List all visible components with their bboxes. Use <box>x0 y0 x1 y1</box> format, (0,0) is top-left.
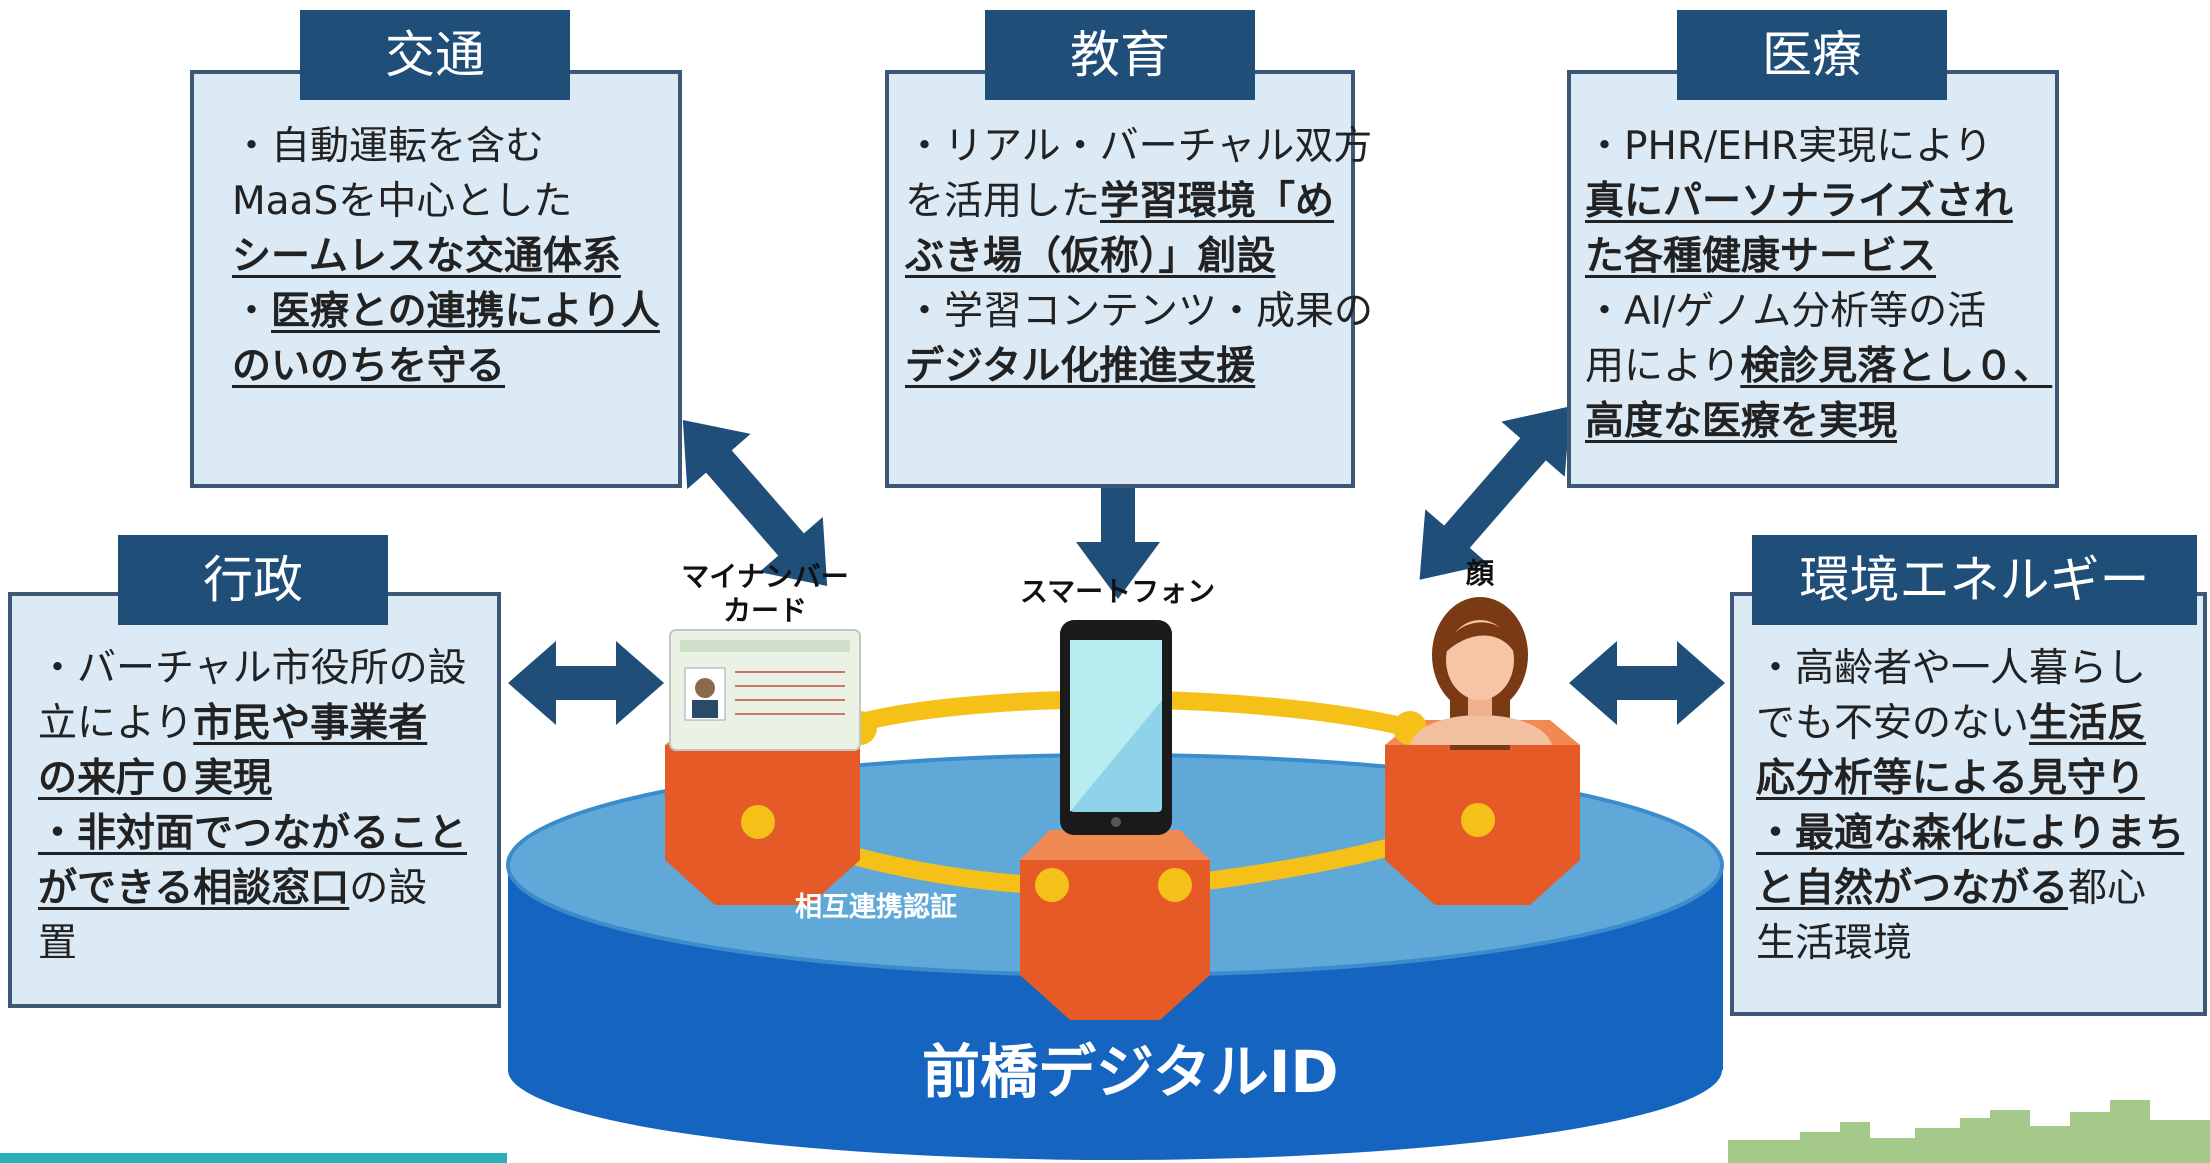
administration-text-segment: 市民や事業者 <box>193 701 428 746</box>
administration-line: の来庁０実現 <box>38 751 498 806</box>
administration-line: ・非対面でつながること <box>38 806 498 861</box>
education-box: ・リアル・バーチャル双方を活用した学習環境「めぶき場（仮称）」創設・学習コンテン… <box>885 70 1373 488</box>
medical-text-segment: 用により <box>1585 344 1741 389</box>
administration-line: 立により市民や事業者 <box>38 696 498 751</box>
environment-line: と自然がつながる都心 <box>1756 861 2206 916</box>
city-skyline-icon <box>1728 1100 2210 1163</box>
education-line: ・学習コンテンツ・成果の <box>905 284 1373 339</box>
traffic-line: のいのちを守る <box>232 339 672 394</box>
traffic-text-segment: MaaSを中心とした <box>232 179 573 224</box>
medical-line: 真にパーソナライズされ <box>1585 174 2055 229</box>
environment-line: 応分析等による見守り <box>1756 751 2206 806</box>
education-line: ・リアル・バーチャル双方 <box>905 119 1372 174</box>
administration-text-segment: ・バーチャル市役所の設 <box>38 646 467 691</box>
education-line: ぶき場（仮称）」創設 <box>905 229 1355 284</box>
pedestal-phone <box>1020 830 1210 1020</box>
accent-bar <box>0 1153 507 1163</box>
environment-text-segment: でも不安のない <box>1756 701 2030 746</box>
traffic-line: ・自動運転を含む <box>232 119 672 174</box>
environment-line: 生活環境 <box>1756 916 2206 971</box>
education-line: を活用した学習環境「め <box>905 174 1355 229</box>
education-body: ・リアル・バーチャル双方を活用した学習環境「めぶき場（仮称）」創設・学習コンテン… <box>905 119 1373 394</box>
medical-line: 高度な医療を実現 <box>1585 394 2055 449</box>
administration-text-segment: の来庁０実現 <box>38 756 273 801</box>
medical-text-segment: 検診見落とし０、 <box>1740 344 2053 389</box>
education-line: デジタル化推進支援 <box>905 339 1355 394</box>
education-text-segment: ・リアル・バーチャル双方 <box>905 124 1373 169</box>
smartphone-label: スマートフォン <box>1019 575 1216 608</box>
administration-box: ・バーチャル市役所の設立により市民や事業者の来庁０実現・非対面でつながることがで… <box>8 592 501 1008</box>
education-text-segment: ・学習コンテンツ・成果の <box>905 289 1374 334</box>
environment-text-segment: ・高齢者や一人暮らし <box>1756 646 2147 691</box>
medical-box: ・PHR/EHR実現により真にパーソナライズされた各種健康サービス・AI/ゲノム… <box>1567 70 2059 488</box>
education-text-segment: デジタル化推進支援 <box>905 344 1256 389</box>
environment-text-segment: 生活環境 <box>1756 921 1913 966</box>
education-text-segment: 学習環境「め <box>1100 179 1335 224</box>
medical-text-segment: た各種健康サービス <box>1585 234 1937 279</box>
education-header: 教育 <box>985 10 1255 100</box>
environment-text-segment: 生活反 <box>2029 701 2147 746</box>
administration-line: ができる相談窓口の設 <box>38 861 498 916</box>
environment-text-segment: と自然がつながる <box>1756 866 2069 911</box>
administration-text-segment: の設 <box>349 866 428 911</box>
medical-line: ・AI/ゲノム分析等の活 <box>1585 284 2055 339</box>
traffic-line: シームレスな交通体系 <box>232 229 672 284</box>
traffic-text-segment: のいのちを守る <box>232 344 506 389</box>
administration-text-segment: ができる相談窓口 <box>38 866 350 911</box>
medical-text-segment: 真にパーソナライズされ <box>1585 179 2013 224</box>
environment-line: でも不安のない生活反 <box>1756 696 2206 751</box>
environment-body: ・高齢者や一人暮らしでも不安のない生活反応分析等による見守り・最適な森化によりま… <box>1756 641 2206 971</box>
medical-line: た各種健康サービス <box>1585 229 2055 284</box>
administration-body: ・バーチャル市役所の設立により市民や事業者の来庁０実現・非対面でつながることがで… <box>38 641 498 971</box>
environment-line: ・最適な森化によりまち <box>1756 806 2206 861</box>
medical-text-segment: 高度な医療を実現 <box>1585 399 1898 444</box>
platform-label: 前橋デジタルID <box>922 1038 1339 1106</box>
mynumber-card-icon <box>669 629 861 751</box>
face-person-icon <box>1410 597 1552 750</box>
administration-text-segment: 置 <box>38 921 78 966</box>
auth-label: 相互連携認証 <box>795 892 957 923</box>
environment-header: 環境エネルギー <box>1752 535 2197 625</box>
environment-text-segment: ・最適な森化によりまち <box>1756 811 2185 856</box>
education-text-segment: ぶき場（仮称）」創設 <box>905 234 1276 279</box>
administration-text-segment: ・非対面でつながること <box>38 811 468 856</box>
medical-text-segment: ・PHR/EHR実現により <box>1585 124 1993 169</box>
environment-box: ・高齢者や一人暮らしでも不安のない生活反応分析等による見守り・最適な森化によりま… <box>1730 592 2207 1016</box>
medical-header: 医療 <box>1677 10 1947 100</box>
environment-line: ・高齢者や一人暮らし <box>1756 641 2206 696</box>
environment-text-segment: 応分析等による見守り <box>1756 756 2145 801</box>
face-label: 顔 <box>1465 557 1494 590</box>
smartphone-icon <box>1060 620 1172 835</box>
administration-line: ・バーチャル市役所の設 <box>38 641 498 696</box>
medical-body: ・PHR/EHR実現により真にパーソナライズされた各種健康サービス・AI/ゲノム… <box>1585 119 2055 449</box>
environment-text-segment: 都心 <box>2068 866 2147 911</box>
traffic-text-segment: 医療との連携により人 <box>271 289 660 334</box>
education-text-segment: を活用した <box>905 179 1101 224</box>
administration-text-segment: 立により <box>38 701 194 746</box>
traffic-text-segment: ・ <box>232 289 272 334</box>
administration-header: 行政 <box>118 535 388 625</box>
medical-text-segment: ・AI/ゲノム分析等の活 <box>1585 289 1987 334</box>
medical-line: 用により検診見落とし０、 <box>1585 339 2055 394</box>
traffic-text-segment: シームレスな交通体系 <box>232 234 621 279</box>
traffic-line: ・医療との連携により人 <box>232 284 672 339</box>
traffic-text-segment: ・自動運転を含む <box>232 124 545 169</box>
mynumber-card-label: マイナンバー カード <box>681 560 849 627</box>
medical-line: ・PHR/EHR実現により <box>1585 119 2055 174</box>
traffic-header: 交通 <box>300 10 570 100</box>
traffic-line: MaaSを中心とした <box>232 174 672 229</box>
administration-line: 置 <box>38 916 498 971</box>
